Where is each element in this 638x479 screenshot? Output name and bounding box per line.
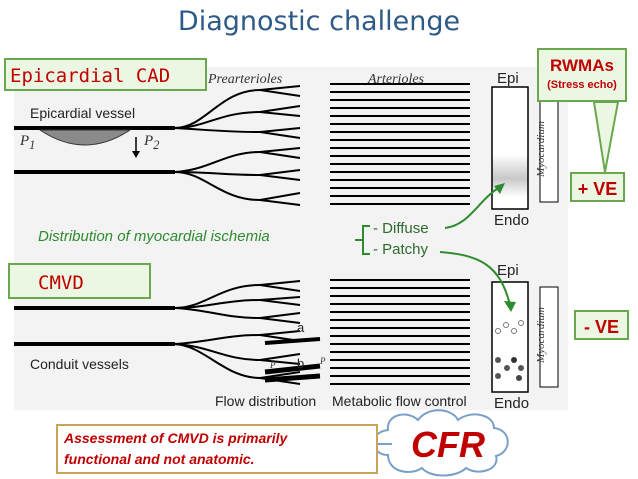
epi-label-top: Epi: [497, 70, 519, 87]
epicardial-cad-label: Epicardial CAD: [4, 58, 207, 91]
myocardium-label-bottom: Myocardium: [535, 307, 547, 363]
myocardium-label-top: Myocardium: [535, 121, 547, 177]
segment-b: [264, 363, 321, 375]
diffuse-label: - Diffuse: [373, 220, 429, 237]
assessment-line-2: functional and not anatomic.: [64, 451, 255, 467]
prearteriole-branches-top: [174, 85, 301, 206]
epi-label-bottom: Epi: [497, 262, 519, 279]
endo-label-top: Endo: [494, 212, 530, 229]
p1-label: P1: [20, 133, 36, 152]
distribution-label: Distribution of myocardial ischemia: [38, 228, 270, 245]
p2-label: P2: [144, 133, 160, 152]
segment-a-label: a: [297, 320, 305, 335]
myocardium-column-top: [491, 86, 529, 210]
patchy-arrow-head: [504, 301, 516, 312]
negative-result-box: - VE: [574, 310, 629, 340]
epicardial-vessel: [14, 126, 175, 174]
epicardial-vessel-label: Epicardial vessel: [30, 105, 136, 121]
metabolic-label: Metabolic flow control: [332, 393, 467, 409]
arterioles-label: Arterioles: [368, 72, 424, 87]
diffuse-arrow-head: [494, 183, 505, 194]
cfr-label: CFR: [411, 424, 485, 465]
arterioles-bottom: [330, 279, 470, 385]
assessment-note: Assessment of CMVD is primarily function…: [56, 424, 378, 474]
positive-result-box: + VE: [570, 172, 625, 202]
endo-label-bottom: Endo: [494, 395, 530, 412]
page-title: Diagnostic challenge: [177, 6, 461, 37]
rwmas-pointer: [592, 101, 620, 173]
patchy-label: - Patchy: [373, 241, 429, 258]
segment-a: [264, 337, 321, 345]
small-p1-label: P: [270, 360, 276, 370]
prearterioles-label: Prearterioles: [208, 72, 283, 87]
small-p2-label: P: [320, 356, 326, 366]
stress-echo-label: (Stress echo): [547, 79, 617, 91]
segment-b-label: b: [297, 356, 305, 371]
cfr-cloud: [372, 409, 509, 477]
cmvd-label: CMVD: [8, 263, 151, 299]
segment-b2: [264, 373, 321, 383]
assessment-line-1: Assessment of CMVD is primarily: [64, 430, 288, 446]
diffuse-arrow: [444, 186, 501, 229]
conduit-vessels-label: Conduit vessels: [30, 356, 129, 372]
p2-arrow-head: [132, 151, 140, 158]
patchy-arrow: [439, 251, 511, 306]
prearteriole-branches-bottom: [174, 280, 301, 385]
conduit-vessel: [14, 306, 175, 346]
flow-distribution-label: Flow distribution: [215, 393, 317, 409]
bracket: [355, 225, 370, 255]
figure-panel: [14, 67, 568, 410]
rwmas-label: RWMAs: [550, 56, 614, 75]
myocardium-label-box-bottom: [539, 286, 559, 388]
arterioles-top: [330, 83, 470, 205]
patchy-ischemia-dots: [495, 320, 524, 381]
rwmas-box: RWMAs (Stress echo): [537, 48, 627, 102]
